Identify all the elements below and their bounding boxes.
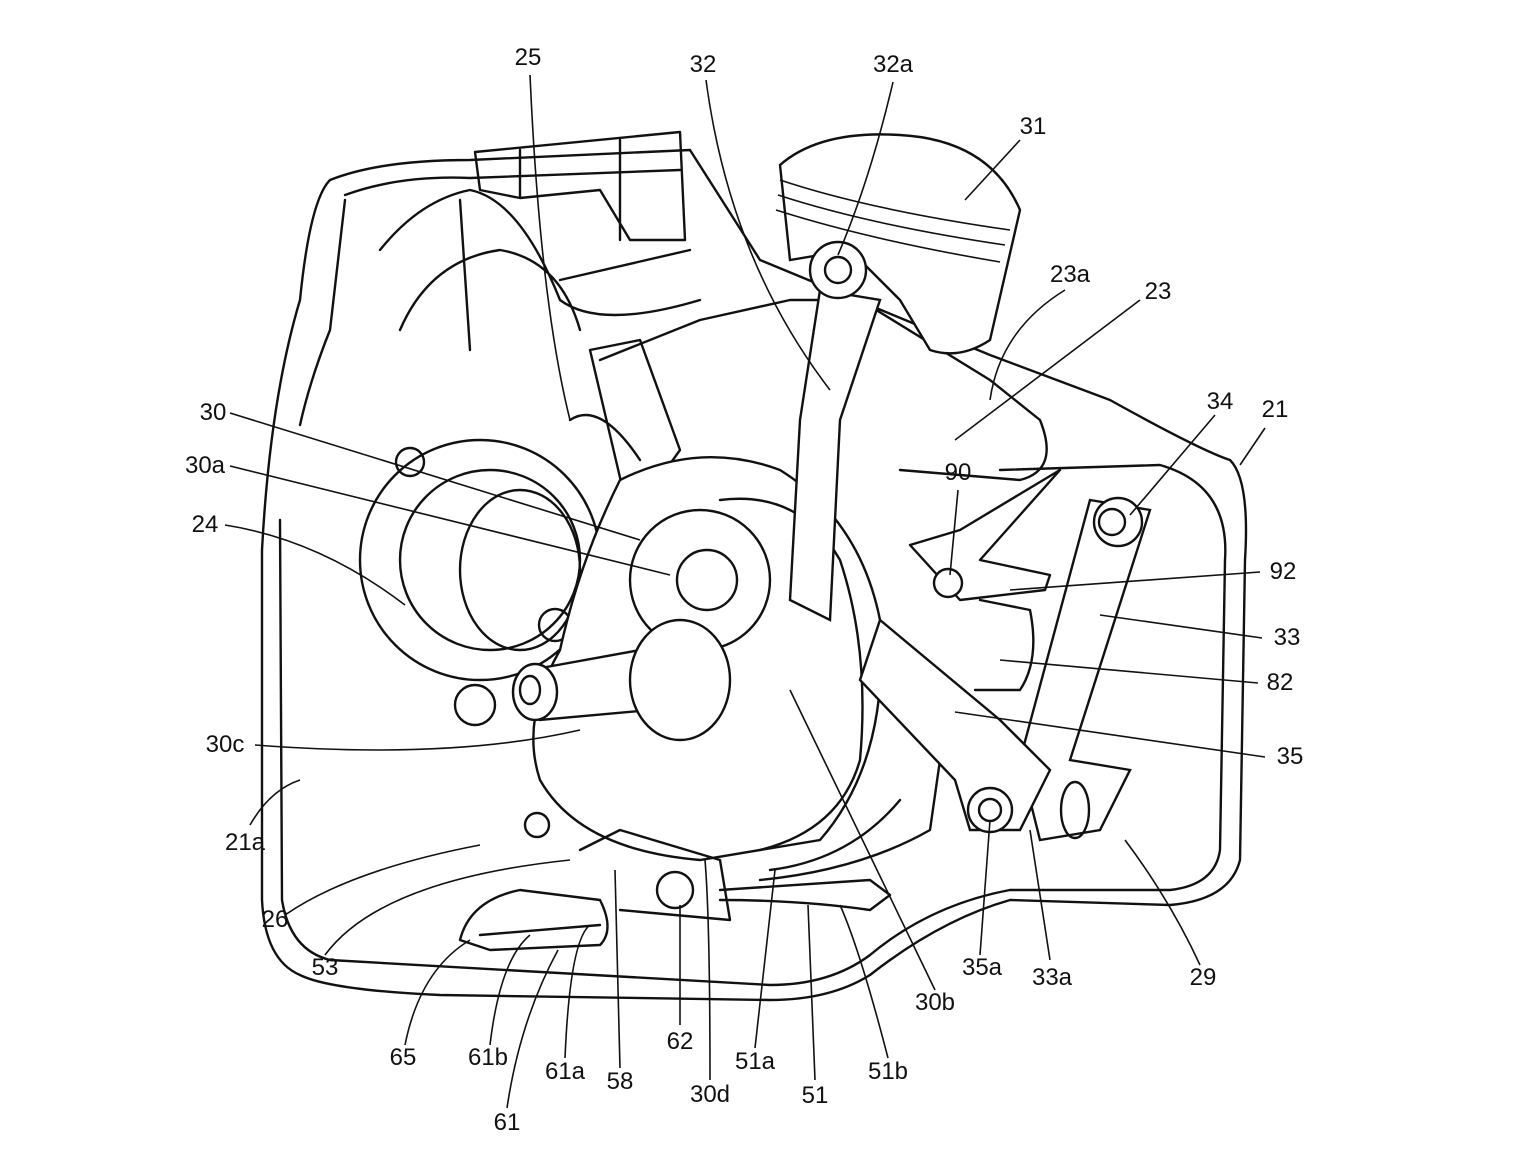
ref-label: 51 [801,1082,829,1109]
bearing-bore [458,488,582,652]
component-82 [973,598,1035,692]
ref-label: 25 [514,44,542,71]
link-pin-inner [977,797,1003,823]
inner-case [278,168,1227,987]
crank-web-upper [568,338,682,522]
leader-lines [224,74,1266,1109]
counterweight [758,758,942,882]
ref-label: 34 [1206,388,1234,415]
crank-journal [675,548,739,612]
shaft-tip-bore [518,674,542,706]
ref-label: 21a [224,829,266,856]
ref-label: 30b [914,989,956,1016]
bolt-hole [453,683,497,727]
crank-web-2 [718,497,864,852]
ref-label: 90 [944,459,972,486]
ref-label: 30 [199,399,227,426]
ref-label: 23a [1049,261,1091,288]
ref-label: 26 [261,906,289,933]
ref-label: 23 [1144,278,1172,305]
ref-label: 21 [1261,396,1289,423]
ref-label: 30d [689,1081,731,1108]
ref-label: 65 [389,1044,417,1071]
ref-label: 61a [544,1058,586,1085]
bolt-hole [394,446,426,478]
pin-90 [932,567,964,599]
ref-label: 61 [493,1109,521,1136]
bolt-hole [523,811,551,839]
bearing-boss-mid [398,468,582,652]
ref-label: 51b [867,1058,909,1085]
ref-label: 30a [184,452,226,479]
case-ribs [378,188,702,352]
ref-label: 58 [606,1068,634,1095]
connecting-rod [788,288,882,622]
ref-label: 61b [467,1044,509,1071]
bracket [473,130,687,242]
ref-label: 32a [872,51,914,78]
ref-label: 24 [191,511,219,538]
piston-pin [823,255,853,285]
ref-label: 51a [734,1048,776,1075]
ref-label: 29 [1189,964,1217,991]
ref-label: 53 [311,954,339,981]
piston [778,133,1022,355]
oil-passage-51 [578,828,892,922]
link-35 [858,617,1052,832]
ref-label: 82 [1266,669,1294,696]
ref-label: 33 [1273,624,1301,651]
ref-label: 32 [689,51,717,78]
ref-label: 62 [666,1028,694,1055]
shaft-collar [628,618,732,742]
outer-case [260,148,1248,1002]
balancer-pivot-pin [1097,507,1127,537]
ref-label: 30c [205,731,245,758]
ref-label: 35 [1276,743,1304,770]
piston-rings [775,179,1011,263]
spring [1059,780,1091,840]
bracket-90 [908,468,1062,602]
ref-label: 92 [1269,558,1297,585]
bolt-hole [655,870,695,910]
strainer-61 [458,888,609,952]
ref-label: 35a [961,954,1003,981]
ref-label: 33a [1031,964,1073,991]
ref-label: 31 [1019,113,1047,140]
